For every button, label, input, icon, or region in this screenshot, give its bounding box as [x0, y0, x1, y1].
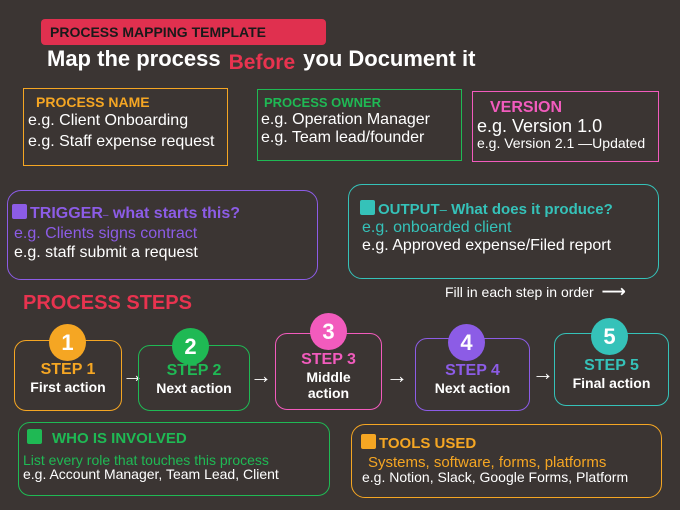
step-5-description: Final action	[572, 375, 651, 391]
process-name-card: PROCESS NAME e.g. Client Onboarding e.g.…	[23, 88, 228, 166]
step-4-description: Next action	[434, 380, 511, 396]
trigger-example-2: e.g. staff submit a request	[14, 244, 198, 261]
output-label: OUTPUT	[378, 201, 440, 218]
arrow-right-icon: ⟶	[601, 282, 626, 301]
step-3-number-badge: 3	[310, 313, 347, 350]
trigger-card: TRIGGER– what starts this? e.g. Clients …	[7, 190, 318, 280]
trigger-example-1: e.g. Clients signs contract	[14, 225, 198, 242]
fill-hint: Fill in each step in order ⟶	[445, 282, 626, 302]
tools-used-example: e.g. Notion, Slack, Google Forms, Platfo…	[362, 469, 629, 485]
output-example-2: e.g. Approved expense/Filed report	[362, 237, 612, 254]
trigger-label: TRIGGER	[30, 205, 103, 222]
fill-hint-text: Fill in each step in order	[445, 284, 594, 300]
trigger-heading: TRIGGER– what starts this?	[12, 204, 240, 223]
process-owner-example-1: e.g. Operation Manager	[261, 111, 430, 128]
step-2-number-badge: 2	[172, 328, 209, 365]
step-3-description: Middle action	[306, 369, 351, 401]
step-arrow-4-icon: →	[532, 360, 554, 385]
headline-highlight: Before	[228, 51, 296, 74]
version-card: VERSION e.g. Version 1.0 e.g. Version 2.…	[472, 91, 659, 162]
who-square-icon	[27, 429, 42, 444]
version-example-1: e.g. Version 1.0	[477, 116, 603, 136]
output-example-1: e.g. onboarded client	[362, 219, 512, 236]
step-1-description: First action	[30, 379, 106, 395]
step-5-number-badge: 5	[591, 318, 628, 355]
who-involved-heading: WHO IS INVOLVED	[27, 429, 187, 448]
process-owner-card: PROCESS OWNER e.g. Operation Manager e.g…	[257, 89, 462, 161]
headline-post: you Document it	[303, 46, 476, 71]
version-label: VERSION	[490, 99, 563, 116]
step-arrow-2-icon: →	[250, 363, 272, 388]
output-heading: OUTPUT– What does it produce?	[360, 200, 613, 219]
tools-used-heading: TOOLS USED	[361, 434, 476, 453]
step-3-label: STEP 3	[301, 351, 356, 368]
step-1-number-badge: 1	[49, 324, 86, 361]
process-owner-example-2: e.g. Team lead/founder	[261, 129, 425, 146]
step-5-label: STEP 5	[584, 357, 639, 374]
trigger-dash: –	[102, 210, 109, 221]
step-4-label: STEP 4	[445, 362, 500, 379]
process-owner-label: PROCESS OWNER	[264, 95, 382, 110]
tools-used-label: TOOLS USED	[379, 435, 477, 452]
headline: Map the process Before you Document it	[47, 46, 476, 74]
who-involved-label: WHO IS INVOLVED	[52, 430, 187, 447]
output-question: What does it produce?	[446, 201, 613, 218]
step-2-description: Next action	[156, 380, 232, 396]
process-name-example-1: e.g. Client Onboarding	[28, 112, 189, 129]
trigger-question: what starts this?	[108, 205, 241, 222]
step-2-label: STEP 2	[166, 362, 222, 379]
tools-square-icon	[361, 434, 376, 449]
process-name-example-2: e.g. Staff expense request	[28, 133, 215, 150]
step-1-label: STEP 1	[40, 361, 96, 378]
output-dash: –	[439, 202, 447, 217]
headline-pre: Map the process	[47, 46, 221, 71]
tools-used-instruction: Systems, software, forms, platforms	[368, 454, 607, 471]
tools-used-card: TOOLS USED Systems, software, forms, pla…	[351, 424, 662, 498]
trigger-square-icon	[12, 204, 27, 219]
who-involved-instruction: List every role that touches this proces…	[23, 452, 269, 468]
process-steps-title: PROCESS STEPS	[23, 292, 192, 314]
version-example-2: e.g. Version 2.1 —Updated	[477, 135, 646, 151]
who-involved-card: WHO IS INVOLVED List every role that tou…	[18, 422, 330, 496]
step-4-number-badge: 4	[448, 324, 485, 361]
step-arrow-3-icon: →	[386, 363, 408, 388]
who-involved-example: e.g. Account Manager, Team Lead, Client	[23, 466, 279, 482]
output-card: OUTPUT– What does it produce? e.g. onboa…	[348, 184, 659, 279]
output-square-icon	[360, 200, 375, 215]
template-tag: PROCESS MAPPING TEMPLATE	[41, 19, 326, 45]
process-name-label: PROCESS NAME	[36, 94, 150, 110]
